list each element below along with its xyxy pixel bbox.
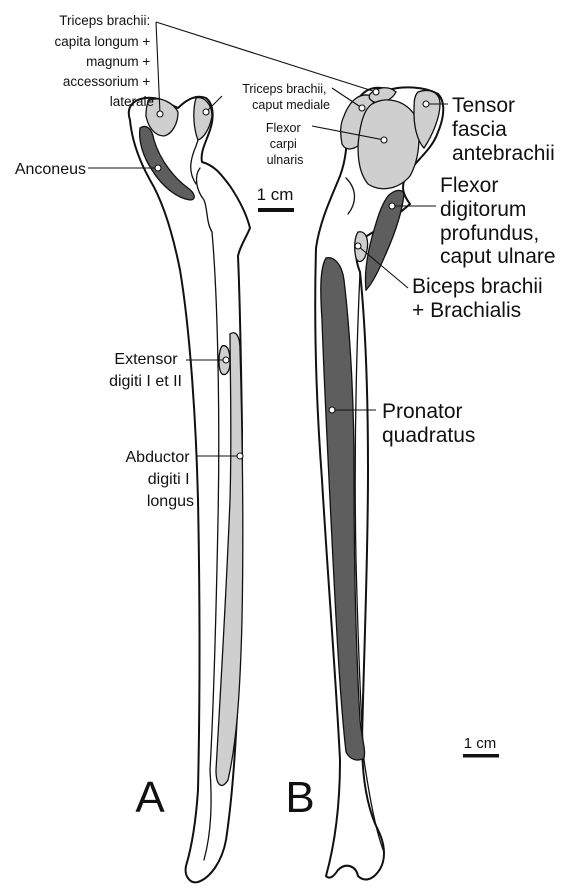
dot-anconeus [155,165,161,171]
label-biceps: Biceps brachii + Brachialis [412,275,549,322]
label-pronator: Pronator quadratus [382,400,475,447]
label-abductor-line3: longus [147,493,194,510]
dot-triceps-mediale-b [359,105,365,111]
label-flexor-digitorum: Flexor digitorum profundus, caput ulnare [440,174,556,268]
label-triceps-group-line2: capita longum + [55,34,151,49]
label-flexor-digitorum-line2: digitorum [440,198,526,221]
dot-flexor-carpi [381,137,387,143]
label-flexor-carpi-line3: ulnaris [267,153,304,167]
label-triceps-group-line1: Triceps brachii: [59,13,150,28]
label-triceps-group-line5: laterale [110,94,154,109]
label-triceps-mediale-line1: Triceps brachii, [242,82,326,96]
dot-pronator [329,407,335,413]
label-tensor-line1: Tensor [452,94,515,117]
dot-triceps-a [157,111,163,117]
muscle-flexor-carpi-ulnaris [358,100,419,189]
scale-bar-bottom-label: 1 cm [464,735,497,752]
dot-triceps-b [373,89,379,95]
label-flexor-digitorum-line1: Flexor [440,174,498,197]
label-biceps-line1: Biceps brachii [412,275,543,298]
label-flexor-digitorum-line3: profundus, [440,222,539,245]
label-pronator-line1: Pronator [382,400,463,423]
label-extensor-line1: Extensor [114,351,178,368]
scale-bar-top-label: 1 cm [257,185,294,204]
label-flexor-carpi: Flexor carpi ulnaris [266,121,304,167]
scale-bar-top [258,208,294,212]
label-abductor-digiti: Abductor digiti I longus [126,449,195,510]
label-abductor-line2: digiti I [148,471,190,488]
label-extensor-line2: digiti I et II [109,373,182,390]
dot-tensor [423,101,429,107]
dot-extensor [223,357,229,363]
label-triceps-mediale-line2: caput mediale [252,98,330,112]
label-extensor-digiti: Extensor digiti I et II [109,351,182,390]
label-anconeus: Anconeus [15,161,86,178]
dot-flexor-digitorum [389,203,395,209]
label-tensor-line3: antebrachii [452,142,555,165]
label-triceps-group-line3: magnum + [86,54,150,69]
label-triceps-group: Triceps brachii: capita longum + magnum … [55,13,154,109]
dot-abductor [237,453,243,459]
label-pronator-line2: quadratus [382,424,475,447]
label-tensor-fascia: Tensor fascia antebrachii [452,94,555,165]
dot-biceps [355,243,361,249]
label-triceps-group-line4: accessorium + [63,74,151,89]
label-flexor-carpi-line2: carpi [270,137,297,151]
label-biceps-line2: + Brachialis [412,299,521,322]
dot-triceps-mediale-a [203,109,209,115]
label-abductor-line1: Abductor [126,449,191,466]
label-flexor-digitorum-line4: caput ulnare [440,245,556,268]
view-label-b: B [285,773,314,822]
scale-bar-bottom [463,754,499,758]
label-triceps-mediale: Triceps brachii, caput mediale [242,82,330,112]
label-anconeus-line1: Anconeus [15,161,86,178]
label-flexor-carpi-line1: Flexor [266,121,301,135]
label-tensor-line2: fascia [452,118,507,141]
view-label-a: A [135,773,165,822]
